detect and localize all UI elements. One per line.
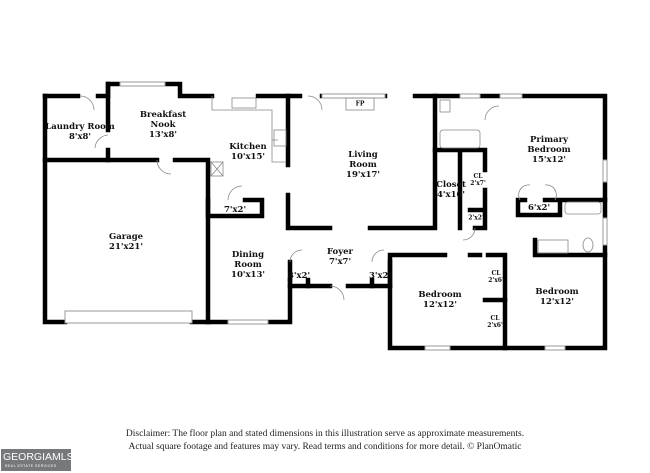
fixtures xyxy=(79,95,602,301)
walls xyxy=(42,81,608,351)
closet-left-label: 3'x2' xyxy=(287,271,311,281)
linen-label: 2'x2' xyxy=(468,214,484,222)
disclaimer: Disclaimer: The floor plan and stated di… xyxy=(125,429,525,452)
pantry-label: 7'x2' xyxy=(223,205,247,215)
fireplace-label: FP xyxy=(355,100,365,108)
windows xyxy=(64,81,608,351)
primary-closet-label: 6'x2' xyxy=(527,203,551,213)
closet-right-label: 3'x2' xyxy=(368,271,392,281)
